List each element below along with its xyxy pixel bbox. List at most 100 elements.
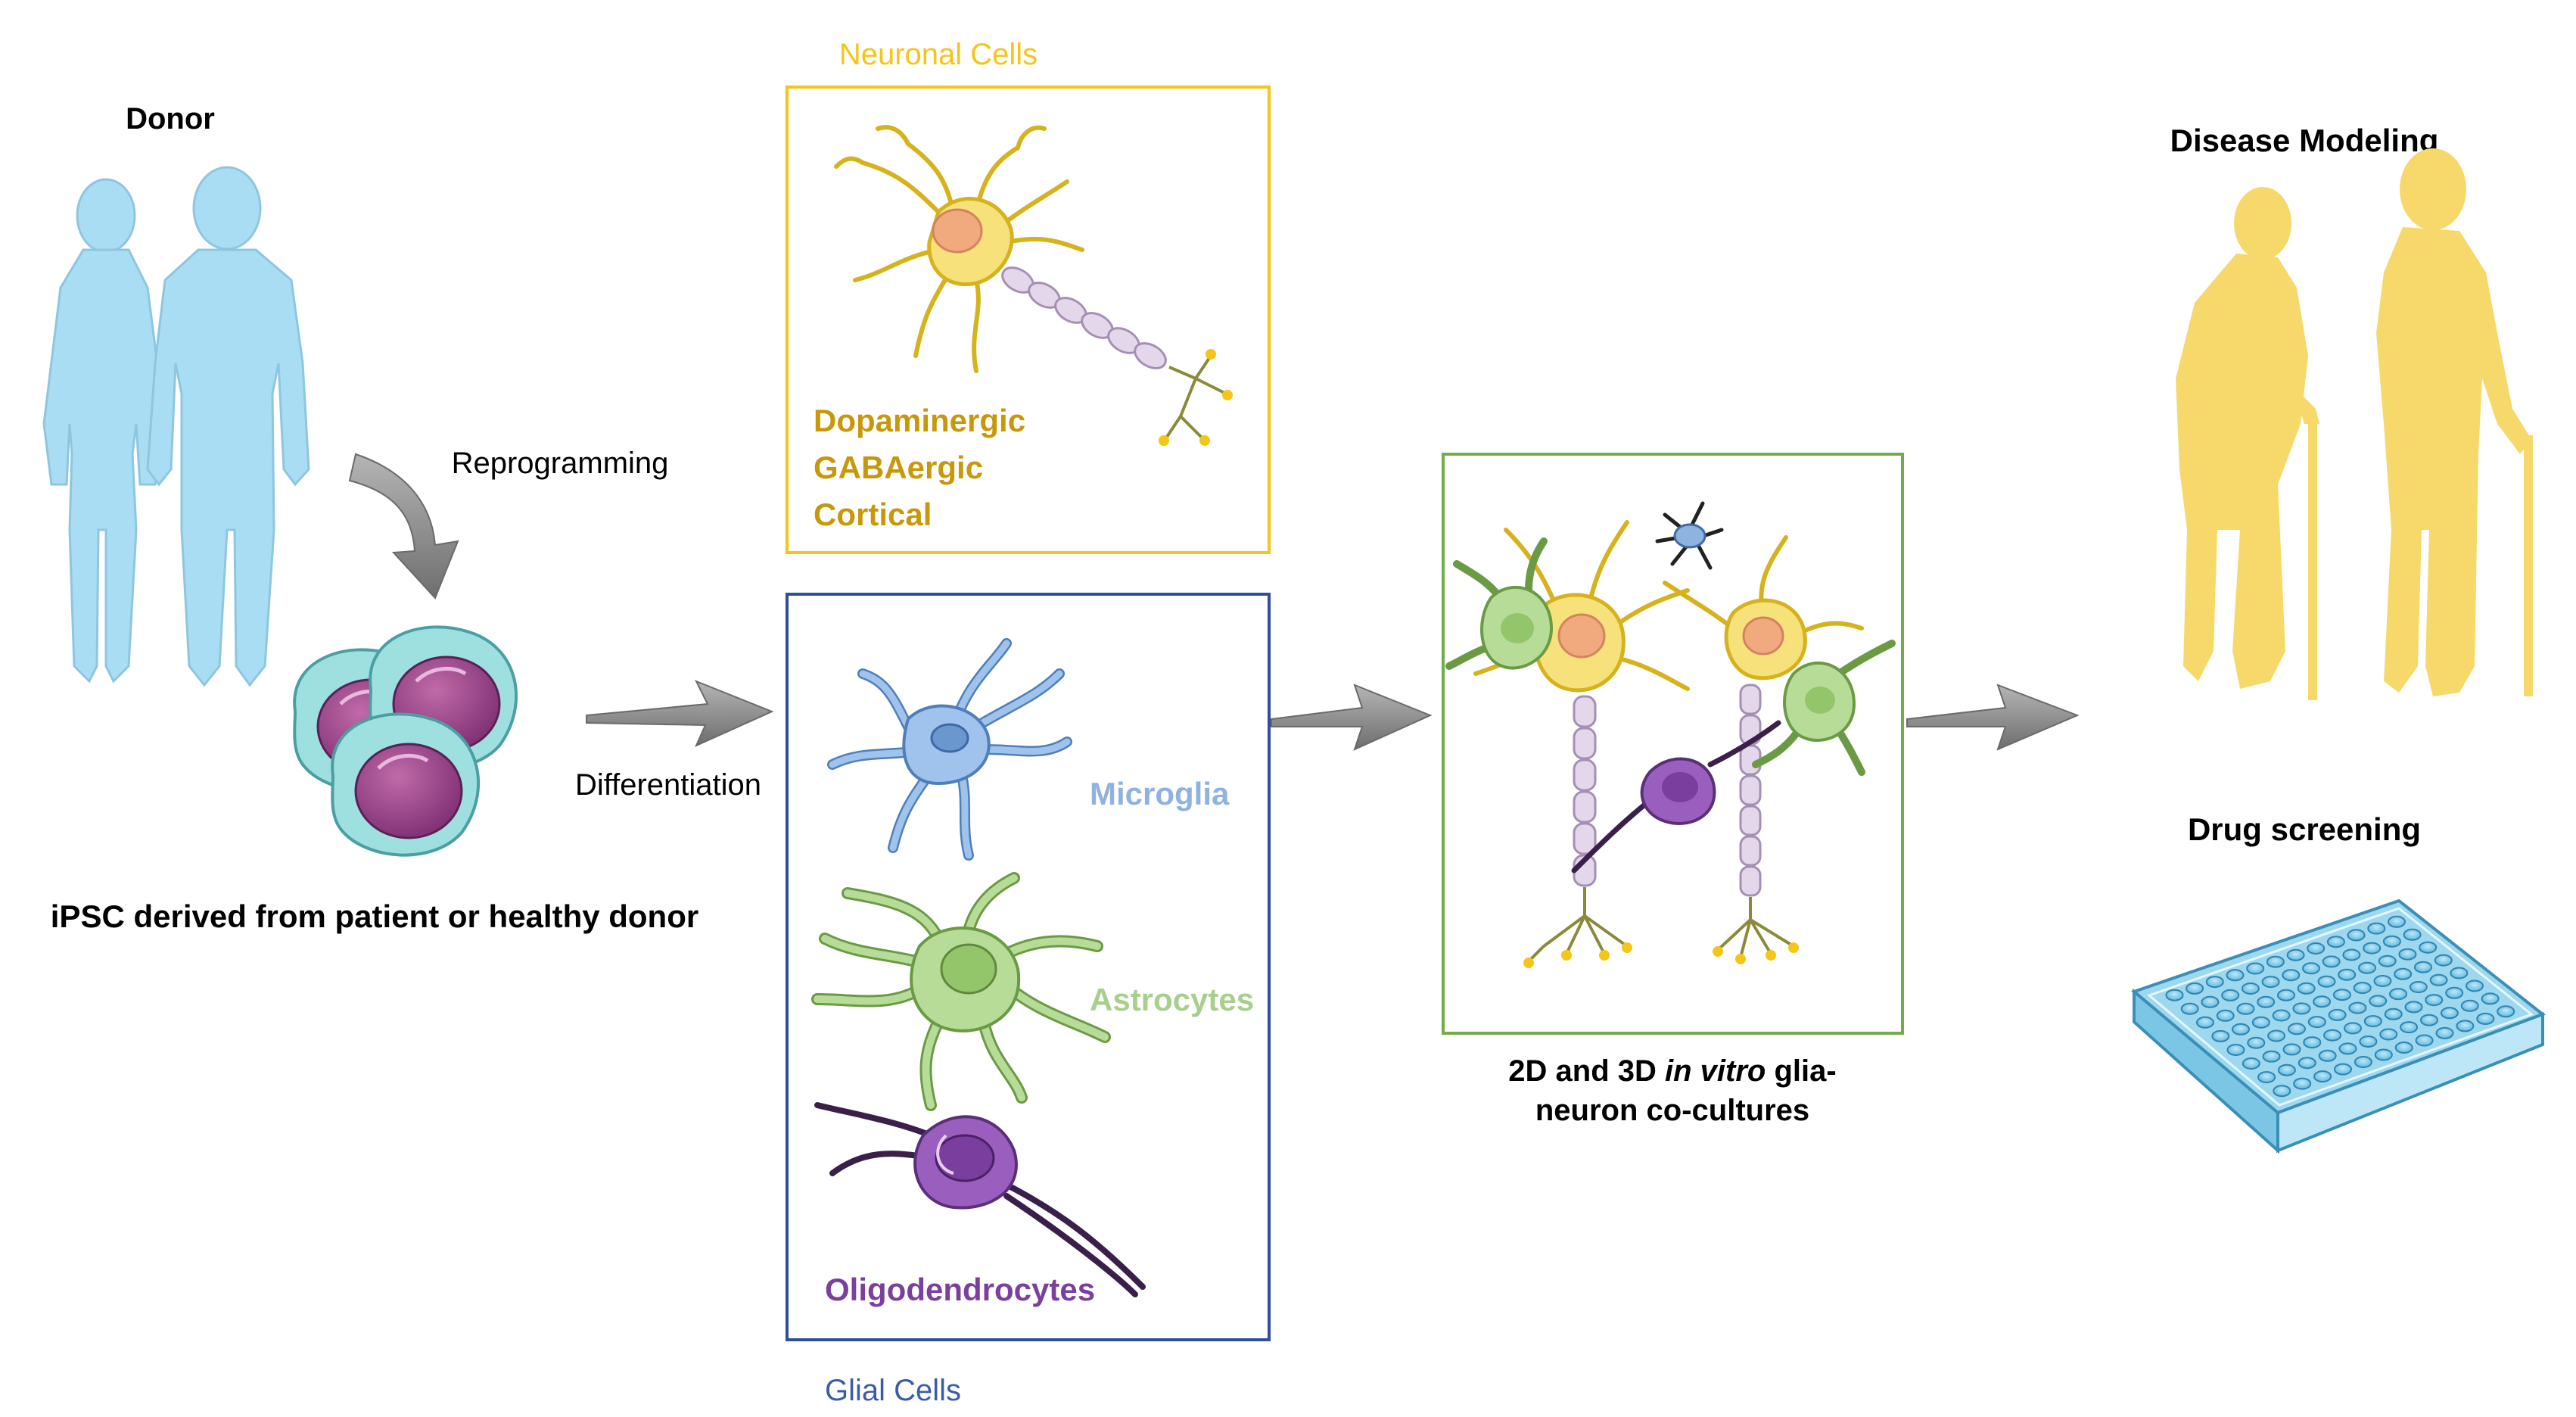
coculture-caption-line2: neuron co-cultures — [1535, 1094, 1809, 1127]
plate-well — [2425, 994, 2444, 1007]
plate-well — [2389, 988, 2407, 1001]
coculture-caption-line1: 2D and 3D in vitro glia- — [1508, 1054, 1836, 1088]
plate-well — [2434, 954, 2453, 967]
plate-well — [2307, 1016, 2326, 1029]
plate-well — [2261, 976, 2280, 989]
plate-well — [2216, 1009, 2235, 1022]
plate-well — [2211, 1029, 2230, 1042]
plate-well — [2292, 1002, 2311, 1015]
plate-well — [2369, 995, 2388, 1007]
plate-well — [2313, 1070, 2332, 1083]
plate-well — [2400, 1021, 2419, 1034]
reprogramming-label: Reprogramming — [452, 447, 669, 480]
plate-well — [2322, 955, 2341, 968]
plate-well — [2379, 1028, 2398, 1041]
plate-well — [2348, 1001, 2367, 1014]
plate-well — [2338, 968, 2357, 981]
elderly-man-icon — [2376, 148, 2533, 696]
plate-well — [2328, 1008, 2347, 1021]
plate-well — [2196, 1016, 2214, 1029]
ipsc-label: iPSC derived from patient or healthy don… — [51, 898, 698, 934]
plate-well — [2297, 982, 2316, 995]
neuron-type-cortical: Cortical — [814, 497, 932, 532]
male-donor-icon — [146, 166, 310, 687]
elderly-woman-icon — [2176, 187, 2319, 700]
astrocytes-label: Astrocytes — [1090, 982, 1254, 1017]
plate-well — [2317, 975, 2336, 988]
plate-well — [2398, 948, 2417, 961]
astrocytes-icon — [811, 872, 1111, 1111]
donor-silhouettes — [42, 166, 310, 687]
neuron-icon — [834, 125, 1233, 446]
plate-well — [2334, 1063, 2352, 1076]
reprogramming-arrow — [348, 453, 459, 600]
plate-well — [2221, 989, 2240, 1001]
plate-well — [2403, 928, 2422, 941]
coculture-box — [1442, 453, 1904, 1035]
neuron-types-list: Dopaminergic GABAergic Cortical — [814, 403, 1025, 532]
differentiation-arrow — [586, 680, 774, 747]
plate-well — [2382, 935, 2401, 948]
plate-well — [2277, 989, 2295, 1001]
plate-well — [2367, 922, 2386, 935]
plate-well — [2456, 1020, 2475, 1032]
ipsc-cells-icon — [293, 625, 518, 857]
drug-screening-label: Drug screening — [2188, 811, 2421, 847]
coculture-illustration — [1445, 501, 1896, 968]
neuronal-cells-box — [786, 86, 1271, 554]
plate-well — [2415, 1034, 2434, 1047]
plate-well — [2388, 915, 2406, 928]
plate-well — [2273, 1085, 2291, 1098]
microglia-label: Microglia — [1090, 776, 1230, 811]
plate-well — [2288, 1023, 2306, 1036]
plate-well — [2277, 1064, 2296, 1076]
to-coculture-arrow — [1271, 684, 1433, 751]
plate-well — [2359, 1036, 2378, 1048]
plate-well — [2318, 1049, 2337, 1062]
plate-well — [2226, 1044, 2245, 1056]
plate-well — [2165, 989, 2184, 1001]
plate-well — [2374, 1048, 2393, 1061]
plate-well — [2267, 1029, 2286, 1042]
neuron-type-gabaergic: GABAergic — [814, 450, 983, 485]
plate-well — [2247, 1036, 2266, 1049]
neuronal-cells-title: Neuronal Cells — [839, 38, 1038, 71]
plate-well — [2186, 982, 2204, 995]
plate-well — [2354, 1056, 2372, 1068]
plate-well — [2262, 1050, 2281, 1063]
plate-well — [2326, 936, 2345, 948]
plate-well — [2384, 1007, 2403, 1020]
plate-well — [2409, 981, 2428, 993]
plate-well — [2303, 1036, 2322, 1049]
oligodendrocytes-label: Oligodendrocytes — [825, 1272, 1095, 1307]
plate-well — [2205, 976, 2224, 989]
plate-well — [2286, 948, 2305, 961]
plate-well — [2466, 979, 2484, 992]
plate-well — [2450, 967, 2469, 979]
plate-well — [2257, 1071, 2276, 1084]
plate-well — [2373, 975, 2392, 987]
plate-well — [2497, 1005, 2515, 1018]
plate-well — [2272, 1009, 2291, 1022]
plate-well — [2347, 929, 2366, 942]
plate-well — [2302, 962, 2320, 975]
plate-well — [2440, 1007, 2459, 1020]
plate-well — [2282, 1043, 2301, 1056]
plate-well — [2394, 1042, 2413, 1054]
plate-well — [2481, 992, 2500, 1005]
glial-cells-box — [786, 593, 1271, 1341]
well-plate-icon — [2131, 898, 2546, 1154]
plate-well — [2419, 941, 2438, 954]
plate-well — [2435, 1026, 2454, 1039]
donor-label: Donor — [126, 102, 215, 135]
plate-well — [2313, 995, 2332, 1008]
oligodendrocytes-icon — [814, 1102, 1146, 1297]
plate-well — [2344, 1022, 2362, 1035]
plate-well — [2298, 1057, 2316, 1070]
plate-well — [2323, 1029, 2342, 1042]
plate-well — [2332, 989, 2351, 1001]
plate-well — [2241, 983, 2260, 995]
plate-well — [2460, 999, 2479, 1012]
neuron-type-dopaminergic: Dopaminergic — [814, 403, 1025, 438]
